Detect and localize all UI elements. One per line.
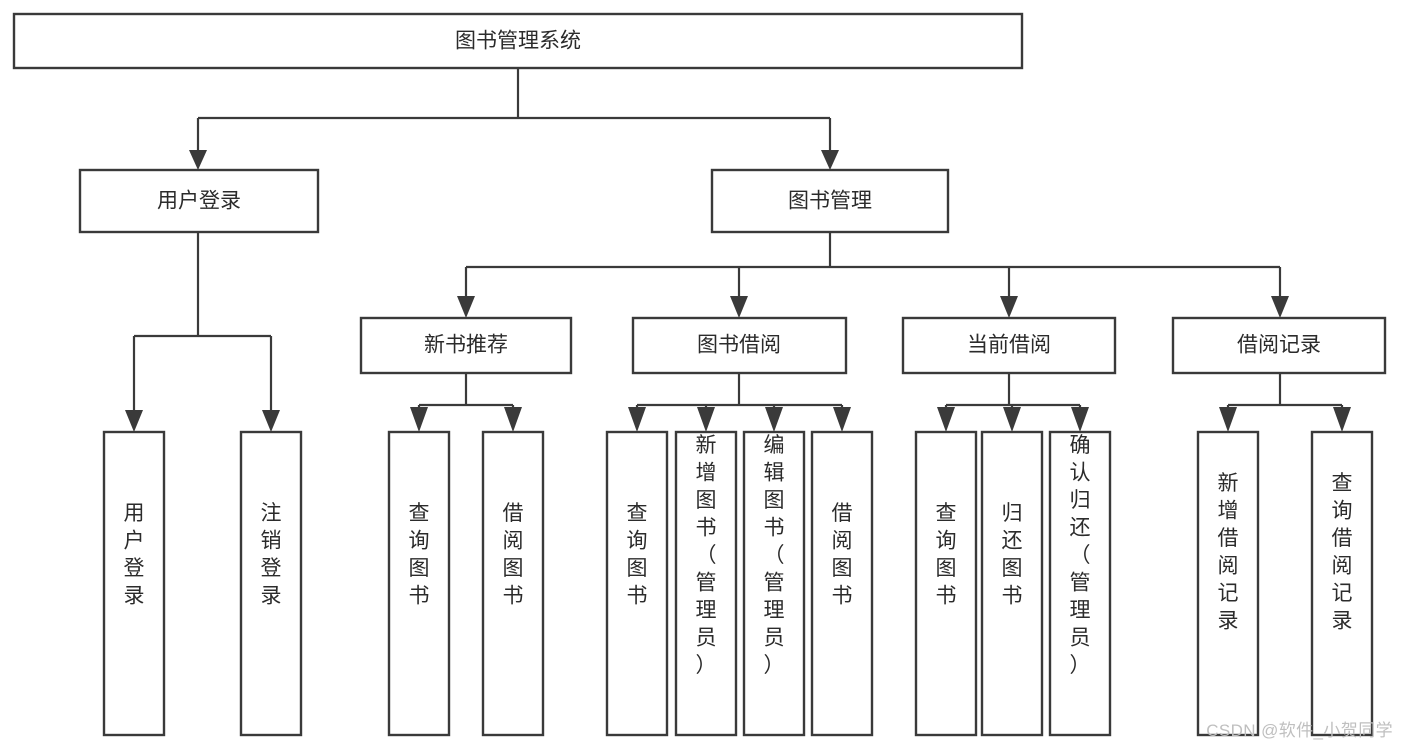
leaf-current-0-label: 查询图书 bbox=[936, 502, 957, 608]
leaf-record-0-label: 新增借阅记录 bbox=[1218, 472, 1239, 633]
node-current-borrow[interactable]: 当前借阅 bbox=[901, 316, 1117, 375]
node-borrow-record-box[interactable] bbox=[1171, 316, 1387, 375]
leaf-borrow-3-box[interactable] bbox=[810, 430, 874, 737]
leaf-borrow-0[interactable]: 查询图书 bbox=[605, 430, 669, 737]
arrow-head-leaf-current-2 bbox=[1071, 407, 1089, 432]
leaf-borrow-1-box[interactable] bbox=[674, 430, 738, 737]
leaf-borrow-2-box[interactable] bbox=[742, 430, 806, 737]
leaf-user-login-0-label: 用户登录 bbox=[124, 502, 145, 608]
leaf-current-1-label: 归还图书 bbox=[1002, 502, 1023, 608]
leaf-borrow-2[interactable]: 编辑图书（管理员） bbox=[742, 430, 806, 737]
arrow-head-current bbox=[1000, 296, 1018, 318]
leaf-borrow-3[interactable]: 借阅图书 bbox=[810, 430, 874, 737]
arrow-head-leaf-current-0 bbox=[937, 407, 955, 432]
leaf-user-login-1-box[interactable] bbox=[239, 430, 303, 737]
leaf-borrow-3-label: 借阅图书 bbox=[832, 502, 853, 608]
arrow-head-leaf-current-1 bbox=[1003, 407, 1021, 432]
leaf-current-2-label: 确认归还（管理员） bbox=[1070, 434, 1091, 677]
node-current-borrow-label: 当前借阅 bbox=[967, 334, 1051, 357]
node-user-login-box[interactable] bbox=[78, 168, 320, 234]
leaf-user-login-0-box[interactable] bbox=[102, 430, 166, 737]
leaf-borrow-1[interactable]: 新增图书（管理员） bbox=[674, 430, 738, 737]
node-new-book-recommend-label: 新书推荐 bbox=[424, 334, 508, 357]
arrow-head-leaf-borrow-3 bbox=[833, 407, 851, 432]
leaf-recommend-0-label: 查询图书 bbox=[409, 502, 430, 608]
arrow-head-leaf-user-login-1 bbox=[262, 410, 280, 432]
node-root-label: 图书管理系统 bbox=[455, 30, 581, 53]
leaf-recommend-0[interactable]: 查询图书 bbox=[387, 430, 451, 737]
leaf-user-login-1[interactable]: 注销登录 bbox=[239, 430, 303, 737]
node-book-management-box[interactable] bbox=[710, 168, 950, 234]
node-borrow-record[interactable]: 借阅记录 bbox=[1171, 316, 1387, 375]
leaf-recommend-1-label: 借阅图书 bbox=[503, 502, 524, 608]
arrow-head-borrow bbox=[730, 296, 748, 318]
leaf-record-0-box[interactable] bbox=[1196, 430, 1260, 737]
leaf-recommend-1[interactable]: 借阅图书 bbox=[481, 430, 545, 737]
leaf-record-0[interactable]: 新增借阅记录 bbox=[1196, 430, 1260, 737]
node-root-box[interactable] bbox=[12, 12, 1024, 70]
leaf-current-1-box[interactable] bbox=[980, 430, 1044, 737]
arrow-head-leaf-user-login-0 bbox=[125, 410, 143, 432]
leaf-current-0[interactable]: 查询图书 bbox=[914, 430, 978, 737]
node-borrow-record-label: 借阅记录 bbox=[1237, 334, 1321, 357]
node-new-book-recommend[interactable]: 新书推荐 bbox=[359, 316, 573, 375]
arrow-head-leaf-borrow-1 bbox=[697, 407, 715, 432]
node-root[interactable]: 图书管理系统 bbox=[12, 12, 1024, 70]
arrow-head-leaf-borrow-0 bbox=[628, 407, 646, 432]
arrow-head-leaf-recommend-0 bbox=[410, 407, 428, 432]
leaf-current-2-box[interactable] bbox=[1048, 430, 1112, 737]
node-user-login[interactable]: 用户登录 bbox=[78, 168, 320, 234]
arrow-head-user-login bbox=[189, 150, 207, 170]
node-book-borrow-label: 图书借阅 bbox=[697, 334, 781, 357]
leaf-borrow-2-label: 编辑图书（管理员） bbox=[764, 434, 785, 677]
node-new-book-recommend-box[interactable] bbox=[359, 316, 573, 375]
leaf-record-1-label: 查询借阅记录 bbox=[1332, 472, 1353, 633]
leaf-current-0-box[interactable] bbox=[914, 430, 978, 737]
leaf-recommend-0-box[interactable] bbox=[387, 430, 451, 737]
node-user-login-label: 用户登录 bbox=[157, 190, 241, 213]
leaf-current-2[interactable]: 确认归还（管理员） bbox=[1048, 430, 1112, 737]
arrow-head-leaf-record-0 bbox=[1219, 407, 1237, 432]
arrow-head-leaf-record-1 bbox=[1333, 407, 1351, 432]
leaf-borrow-0-label: 查询图书 bbox=[627, 502, 648, 608]
leaf-current-1[interactable]: 归还图书 bbox=[980, 430, 1044, 737]
leaf-user-login-0[interactable]: 用户登录 bbox=[102, 430, 166, 737]
leaf-record-1-box[interactable] bbox=[1310, 430, 1374, 737]
arrow-head-leaf-borrow-2 bbox=[765, 407, 783, 432]
arrow-head-recommend bbox=[457, 296, 475, 318]
node-book-borrow[interactable]: 图书借阅 bbox=[631, 316, 848, 375]
node-book-management[interactable]: 图书管理 bbox=[710, 168, 950, 234]
leaf-user-login-1-label: 注销登录 bbox=[261, 502, 282, 608]
leaf-borrow-1-label: 新增图书（管理员） bbox=[696, 434, 717, 677]
csdn-watermark: CSDN @软件_小贺同学 bbox=[1206, 721, 1393, 740]
arrow-head-record bbox=[1271, 296, 1289, 318]
leaf-borrow-0-box[interactable] bbox=[605, 430, 669, 737]
node-book-management-label: 图书管理 bbox=[788, 190, 872, 213]
node-current-borrow-box[interactable] bbox=[901, 316, 1117, 375]
node-book-borrow-box[interactable] bbox=[631, 316, 848, 375]
leaf-record-1[interactable]: 查询借阅记录 bbox=[1310, 430, 1374, 737]
leaf-recommend-1-box[interactable] bbox=[481, 430, 545, 737]
connector-layer bbox=[125, 68, 1351, 432]
arrow-head-leaf-recommend-1 bbox=[504, 407, 522, 432]
arrow-head-book-manage bbox=[821, 150, 839, 170]
